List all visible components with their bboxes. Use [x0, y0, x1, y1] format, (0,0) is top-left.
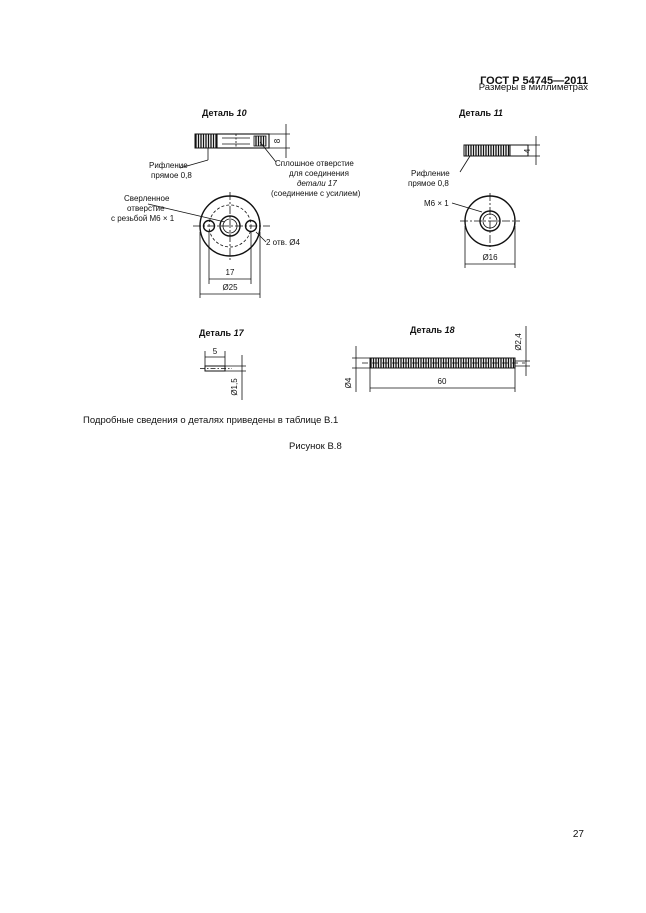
detail-10-through-label-2: для соединения [289, 169, 349, 178]
detail-10-through-label-4: (соединение с усилием) [271, 189, 361, 198]
detail-11-thickness: 4 [523, 148, 532, 153]
detail-10-title: Деталь 10 [202, 108, 247, 118]
detail-18-length: 60 [438, 377, 447, 386]
detail-10-holes-label: 2 отв. Ø4 [266, 238, 301, 247]
detail-10: Деталь 10 8 Рифление прямое 0,8 Сплошное… [111, 108, 361, 298]
detail-18-diameter: Ø4 [344, 377, 353, 388]
detail-11-diameter: Ø16 [482, 253, 498, 262]
page-number: 27 [572, 829, 584, 840]
detail-10-side-knurl [194, 133, 218, 149]
detail-10-drilled-label-1: Сверленное [124, 194, 170, 203]
detail-11-thread: М6 × 1 [424, 199, 449, 208]
detail-17-title: Деталь 17 [199, 328, 245, 338]
units-note: Размеры в миллиметрах [478, 82, 588, 93]
detail-17: Деталь 17 5 Ø1,5 [199, 328, 246, 400]
detail-18: Деталь 18 Ø2,4 Ø4 60 [344, 325, 530, 392]
detail-10-knurl-label-1: Рифление [149, 161, 188, 170]
detail-17-length: 5 [213, 347, 218, 356]
detail-11-title: Деталь 11 [459, 108, 503, 118]
detail-10-through-label-3: детали 17 [297, 179, 337, 188]
caption: Подробные сведения о деталях приведены в… [83, 415, 339, 426]
detail-11-front-outer [464, 195, 516, 247]
detail-18-title: Деталь 18 [410, 325, 455, 335]
detail-11-knurl-label-1: Рифление [411, 169, 450, 178]
detail-10-diameter: Ø25 [222, 283, 238, 292]
detail-10-drilled-label-2: отверстие [127, 204, 165, 213]
detail-11-knurl-label-2: прямое 0,8 [408, 179, 449, 188]
figure-label: Рисунок В.8 [289, 441, 342, 452]
detail-10-front-outer [199, 195, 261, 257]
detail-10-knurl-label-2: прямое 0,8 [151, 171, 192, 180]
detail-10-drilled-label-3: с резьбой М6 × 1 [111, 214, 175, 223]
detail-10-thickness: 8 [273, 138, 282, 143]
detail-18-end-diameter: Ø2,4 [514, 333, 523, 351]
detail-10-through-label-1: Сплошное отверстие [275, 159, 354, 168]
detail-11: Деталь 11 4 Рифление прямое 0,8 М6 × 1 Ø… [408, 108, 540, 268]
detail-10-spacing: 17 [226, 268, 235, 277]
detail-11-side-knurl [463, 144, 511, 157]
standard-header: ГОСТ Р 54745—2011 [480, 75, 588, 87]
detail-17-diameter: Ø1,5 [230, 378, 239, 396]
